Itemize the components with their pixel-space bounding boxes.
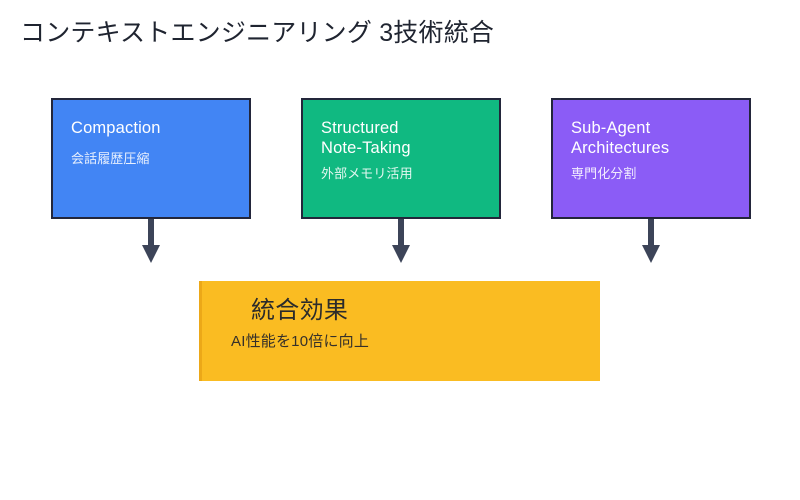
result-title: 統合効果 bbox=[251, 297, 349, 324]
result-card-integration-effect[interactable]: 統合効果 AI性能を10倍に向上 bbox=[199, 281, 600, 381]
result-subtitle: AI性能を10倍に向上 bbox=[231, 333, 370, 350]
down-arrow-icon bbox=[639, 219, 663, 265]
technique-card-sub-agent-architectures[interactable]: Sub-Agent Architectures 専門化分割 bbox=[551, 98, 751, 219]
card-subtitle: 専門化分割 bbox=[571, 166, 637, 181]
card-subtitle: 会話履歴圧縮 bbox=[71, 151, 150, 166]
technique-card-structured-note-taking[interactable]: Structured Note-Taking 外部メモリ活用 bbox=[301, 98, 501, 219]
card-title: Compaction bbox=[71, 119, 161, 137]
technique-card-compaction[interactable]: Compaction 会話履歴圧縮 bbox=[51, 98, 251, 219]
down-arrow-icon bbox=[139, 219, 163, 265]
page-title: コンテキストエンジニアリング 3技術統合 bbox=[20, 19, 495, 47]
card-title: Sub-Agent Architectures bbox=[571, 119, 670, 157]
down-arrow-icon bbox=[389, 219, 413, 265]
card-subtitle: 外部メモリ活用 bbox=[321, 166, 413, 181]
card-title: Structured Note-Taking bbox=[321, 119, 411, 157]
